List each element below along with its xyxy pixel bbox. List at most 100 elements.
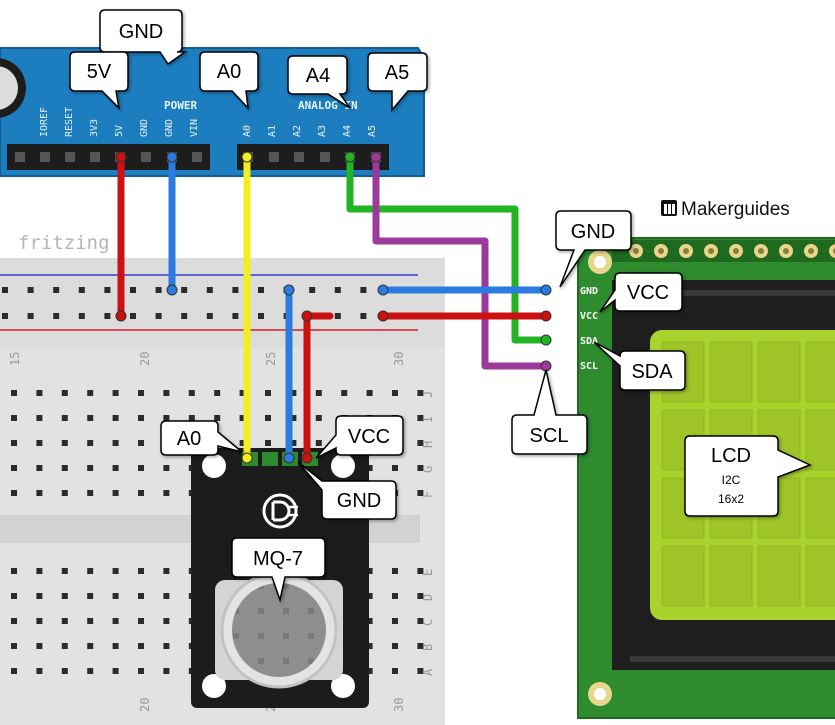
breadboard-hole — [11, 618, 17, 624]
callout-mq7 — [231, 537, 326, 603]
breadboard-hole — [392, 465, 398, 471]
col-number: 20 — [138, 698, 152, 712]
breadboard-hole — [87, 593, 94, 599]
breadboard-hole — [290, 390, 297, 396]
breadboard-hole — [138, 568, 144, 574]
makerguides-brand: Makerguides — [661, 199, 790, 220]
makerguides-logo-icon — [661, 200, 677, 216]
rail-hole — [181, 313, 188, 319]
breadboard-hole — [163, 415, 170, 421]
pin-label-a3: A3 — [317, 125, 328, 137]
pin-label-5v: 5V — [114, 125, 125, 137]
callout-a4-text: A4 — [306, 65, 330, 87]
breadboard-hole — [112, 618, 119, 624]
col-number: 30 — [392, 352, 406, 366]
pin-label-a0: A0 — [242, 125, 253, 137]
header-pin — [65, 152, 75, 162]
breadboard-hole — [417, 668, 424, 674]
callout-lcd-sda — [593, 341, 686, 391]
pin-label-ioref: IOREF — [39, 107, 50, 137]
row-letter: F — [421, 491, 435, 498]
breadboard-hole — [265, 390, 271, 396]
pin-label-a4: A4 — [342, 125, 353, 137]
breadboard-hole — [61, 390, 68, 396]
breadboard-hole — [61, 593, 68, 599]
breadboard-hole — [11, 643, 17, 649]
rail-hole — [334, 313, 341, 319]
breadboard-hole — [163, 465, 170, 471]
callout-5v — [69, 51, 129, 111]
breadboard-hole — [61, 568, 68, 574]
rail-hole — [78, 287, 85, 293]
breadboard-hole — [112, 568, 119, 574]
wire-end — [301, 452, 313, 464]
breadboard-hole — [36, 643, 43, 649]
callout-gnd-top-text: GND — [119, 21, 163, 43]
callout-sensor-gnd — [297, 461, 397, 520]
breadboard-hole — [11, 593, 17, 599]
lcd-pin-scl-label: SCL — [580, 361, 598, 372]
wires — [115, 151, 552, 464]
pin-label-gnd: GND — [139, 119, 150, 137]
rail-hole — [360, 287, 367, 293]
rail-hole — [155, 287, 162, 293]
lcd-char-cell — [805, 409, 835, 471]
breadboard-hole — [36, 618, 43, 624]
breadboard-hole — [138, 643, 144, 649]
callout-lcd-line2: I2C — [722, 473, 741, 487]
callout-5v-text: 5V — [87, 61, 112, 83]
rail-hole — [2, 287, 8, 293]
lcd-char-cell — [805, 545, 835, 607]
wire-end — [241, 151, 253, 163]
breadboard-hole — [36, 440, 43, 446]
callout-lcd-vcc — [599, 272, 683, 313]
breadboard-hole — [163, 643, 170, 649]
rail-hole — [78, 313, 85, 319]
breadboard-hole — [11, 415, 17, 421]
wire-end — [377, 310, 389, 322]
breadboard-hole — [163, 618, 170, 624]
power-label: POWER — [164, 99, 197, 112]
pin-label-a5: A5 — [367, 125, 378, 137]
lcd-char-cell — [805, 341, 835, 403]
lcd-char-cell — [757, 545, 801, 607]
electronics-logo-icon — [262, 493, 298, 529]
breadboard-hole — [11, 568, 17, 574]
wire-end — [540, 334, 552, 346]
breadboard-hole — [11, 465, 17, 471]
wire-end — [115, 151, 127, 163]
breadboard-hole — [112, 465, 119, 471]
breadboard-hole — [138, 618, 144, 624]
breadboard-hole — [36, 593, 43, 599]
breadboard-hole — [61, 440, 68, 446]
lcd-char-cell — [709, 341, 753, 403]
rail-hole — [104, 313, 111, 319]
rail-hole — [360, 313, 367, 319]
breadboard-hole — [36, 490, 43, 496]
breadboard-hole — [11, 490, 17, 496]
breadboard-hole — [112, 643, 119, 649]
breadboard-hole — [366, 618, 373, 624]
breadboard-hole — [112, 440, 119, 446]
breadboard-hole — [417, 618, 424, 624]
breadboard-hole — [87, 568, 94, 574]
wire-end — [301, 310, 313, 322]
callout-lcd-gnd-text: GND — [571, 221, 615, 243]
rail-hole — [232, 287, 239, 293]
breadboard-hole — [87, 465, 94, 471]
rail-hole — [104, 287, 111, 293]
breadboard-hole — [265, 415, 271, 421]
breadboard-hole — [87, 440, 94, 446]
rail-hole — [2, 313, 8, 319]
breadboard-hole — [290, 440, 297, 446]
breadboard-hole — [163, 390, 170, 396]
col-number: 15 — [8, 352, 22, 366]
row-letter: H — [421, 441, 435, 448]
breadboard-hole — [392, 643, 398, 649]
pin-label-gnd: GND — [164, 119, 175, 137]
header-pin — [141, 152, 151, 162]
lcd-char-cell — [709, 545, 753, 607]
breadboard-hole — [36, 415, 43, 421]
breadboard-hole — [366, 465, 373, 471]
callout-lcd-gnd — [555, 210, 632, 288]
